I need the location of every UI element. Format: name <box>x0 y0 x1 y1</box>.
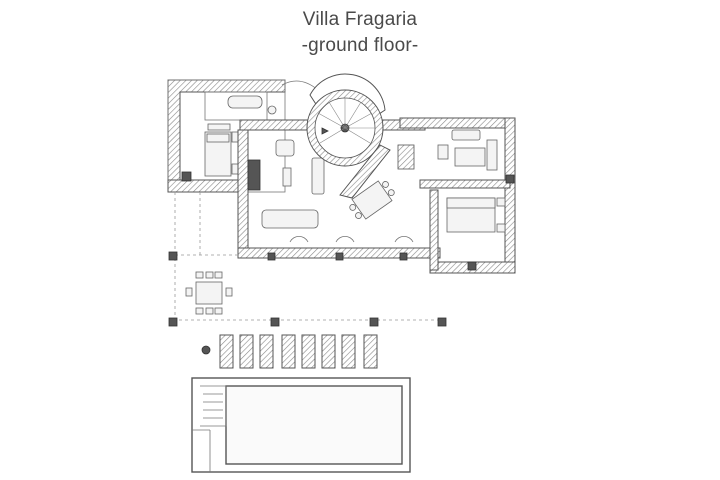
fireplace <box>247 159 261 191</box>
door-living-1 <box>289 236 309 243</box>
side-sofa <box>311 157 325 195</box>
plan-title: Villa Fragaria <box>302 9 418 30</box>
table-right <box>454 147 486 167</box>
umbrella <box>201 345 211 355</box>
sofa <box>261 209 319 229</box>
wardrobe <box>207 123 231 131</box>
coffee-table <box>282 167 292 187</box>
door-living-2 <box>335 236 355 243</box>
bathtub <box>227 95 263 109</box>
dining-table <box>349 180 395 220</box>
sofa-right <box>451 129 481 141</box>
toilet <box>267 105 277 115</box>
left-wing <box>167 79 286 193</box>
armchair <box>275 139 295 157</box>
pillar <box>181 171 192 182</box>
terrace <box>168 192 447 327</box>
spiral-staircase <box>281 73 391 199</box>
door-living-3 <box>394 236 414 243</box>
right-wing <box>397 117 516 274</box>
plan-subtitle: -ground floor- <box>301 35 419 56</box>
swimming-pool <box>191 377 411 473</box>
sun-loungers <box>201 334 378 369</box>
outdoor-dining-table <box>195 281 223 305</box>
sink-right <box>437 144 449 160</box>
living-area <box>237 119 441 261</box>
